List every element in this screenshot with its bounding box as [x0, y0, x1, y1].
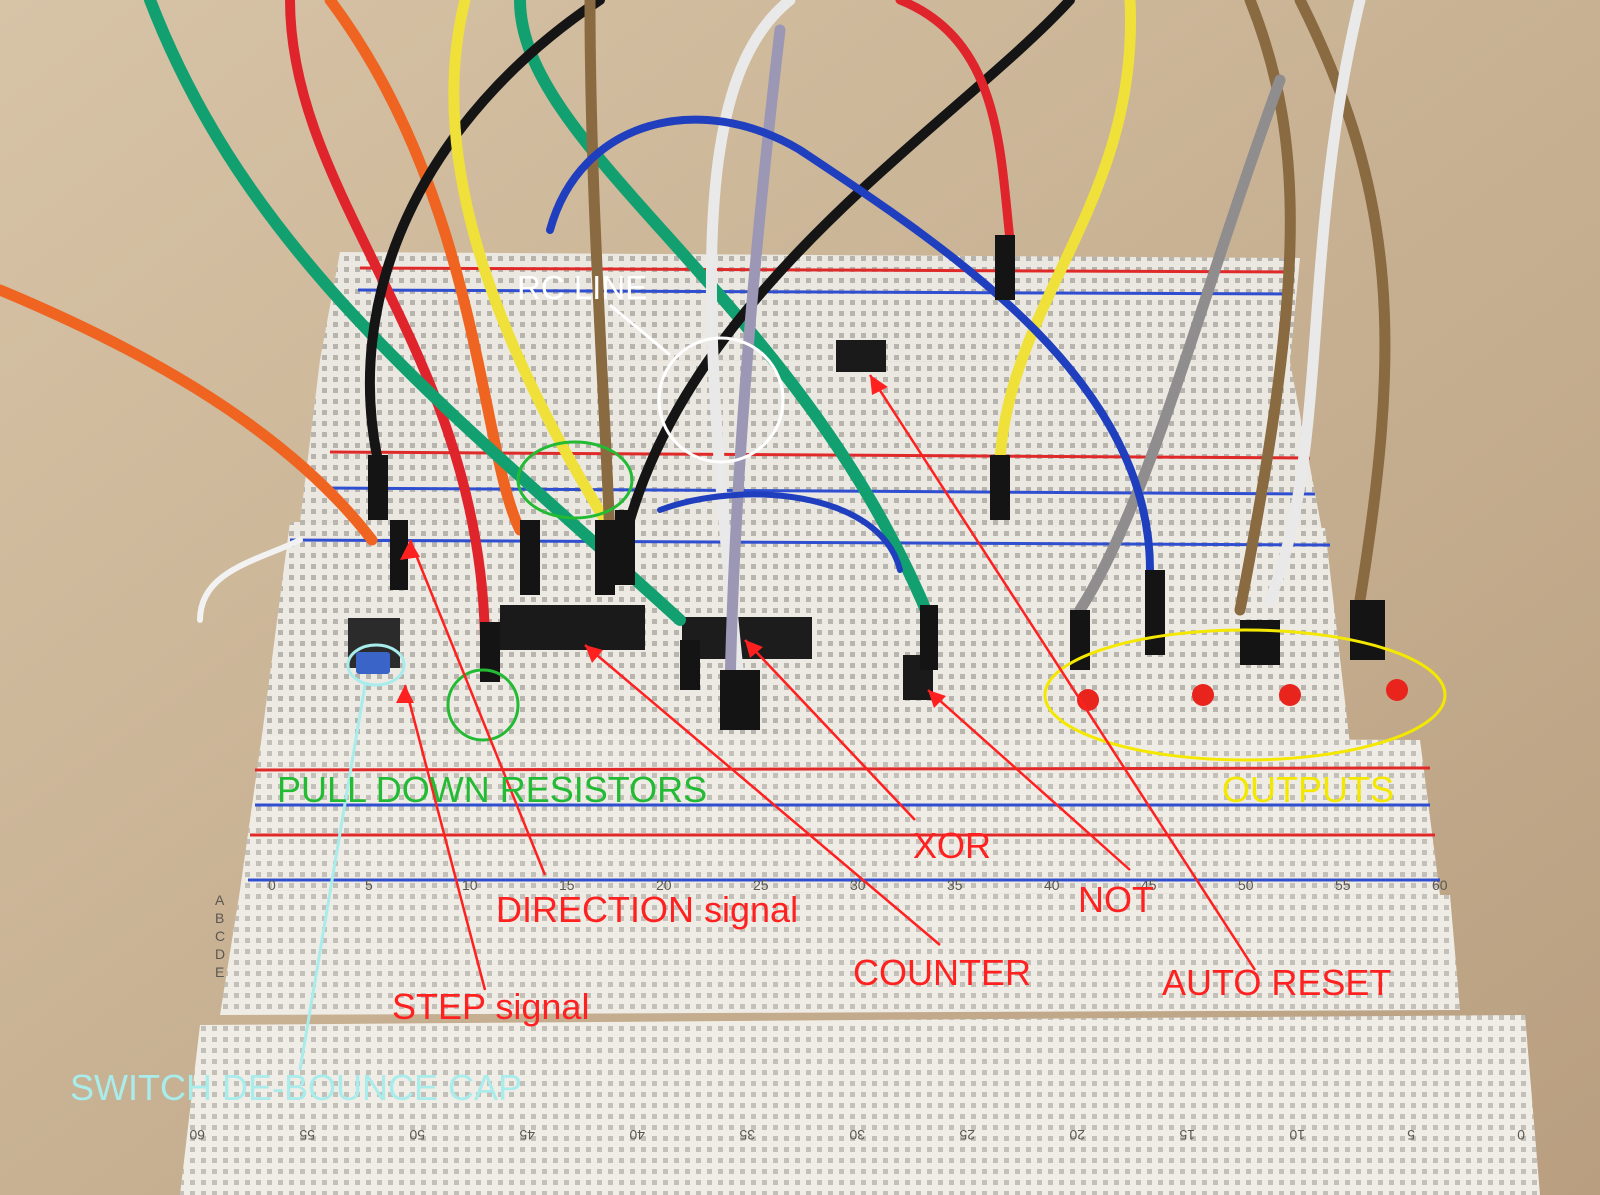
row-letter: E — [215, 964, 224, 980]
label-auto-reset: AUTO RESET — [1162, 962, 1391, 1003]
column-number: 5 — [365, 877, 373, 893]
column-number: 60 — [1432, 877, 1448, 893]
column-number: 15 — [559, 877, 575, 893]
annotation-arrowheads — [396, 375, 946, 708]
column-number: 30 — [850, 877, 866, 893]
jumper-connectors — [368, 235, 1385, 730]
column-number-row: 0 5 10 15 20 25 30 35 40 45 50 55 60 — [268, 877, 1448, 893]
annotation-arrows — [403, 374, 1257, 991]
breadboard-middle — [240, 522, 1440, 895]
label-counter: COUNTER — [853, 952, 1031, 993]
column-number: 45 — [519, 1127, 535, 1143]
outputs-marker — [1043, 628, 1447, 762]
label-direction-signal: DIRECTION signal — [496, 889, 798, 930]
column-number: 45 — [1141, 877, 1157, 893]
column-number: 35 — [947, 877, 963, 893]
column-number: 5 — [1407, 1127, 1415, 1143]
column-number: 50 — [409, 1127, 425, 1143]
column-number: 15 — [1179, 1127, 1195, 1143]
column-number: 25 — [753, 877, 769, 893]
label-switch-debounce-cap: SWITCH DE-BOUNCE CAP — [70, 1067, 522, 1108]
row-letter: A — [215, 892, 225, 908]
output-leds — [1077, 679, 1408, 711]
column-number: 40 — [629, 1127, 645, 1143]
column-number: 0 — [268, 877, 276, 893]
chip-auto-reset — [836, 340, 886, 372]
row-letter: D — [215, 946, 225, 962]
switch-debounce-cap-marker — [298, 643, 406, 1071]
label-not: NOT — [1078, 879, 1154, 920]
row-letter: C — [215, 928, 225, 944]
column-number: 25 — [959, 1127, 975, 1143]
column-number: 55 — [299, 1127, 315, 1143]
column-number: 35 — [739, 1127, 755, 1143]
pull-down-resistor-markers — [446, 440, 634, 742]
column-number: 60 — [189, 1127, 205, 1143]
label-outputs: OUTPUTS — [1222, 769, 1394, 810]
push-button — [348, 618, 400, 674]
jumper-wires — [0, 0, 1391, 696]
label-xor: XOR — [913, 825, 991, 866]
row-letter: B — [215, 910, 224, 926]
column-number: 10 — [462, 877, 478, 893]
column-number: 55 — [1335, 877, 1351, 893]
column-number: 50 — [1238, 877, 1254, 893]
column-number: 20 — [1069, 1127, 1085, 1143]
chip-xor — [682, 617, 812, 659]
breadboard-lower — [180, 890, 1540, 1195]
rc-line-marker — [609, 303, 785, 464]
column-number: 0 — [1517, 1127, 1525, 1143]
column-number: 20 — [656, 877, 672, 893]
column-number: 30 — [849, 1127, 865, 1143]
label-step-signal: STEP signal — [392, 986, 589, 1027]
column-number: 10 — [1289, 1127, 1305, 1143]
chip-counter — [500, 605, 645, 650]
label-pull-down-resistors: PULL DOWN RESISTORS — [277, 769, 707, 810]
label-rc-line: RC LINE — [517, 269, 647, 306]
column-number: 40 — [1044, 877, 1060, 893]
